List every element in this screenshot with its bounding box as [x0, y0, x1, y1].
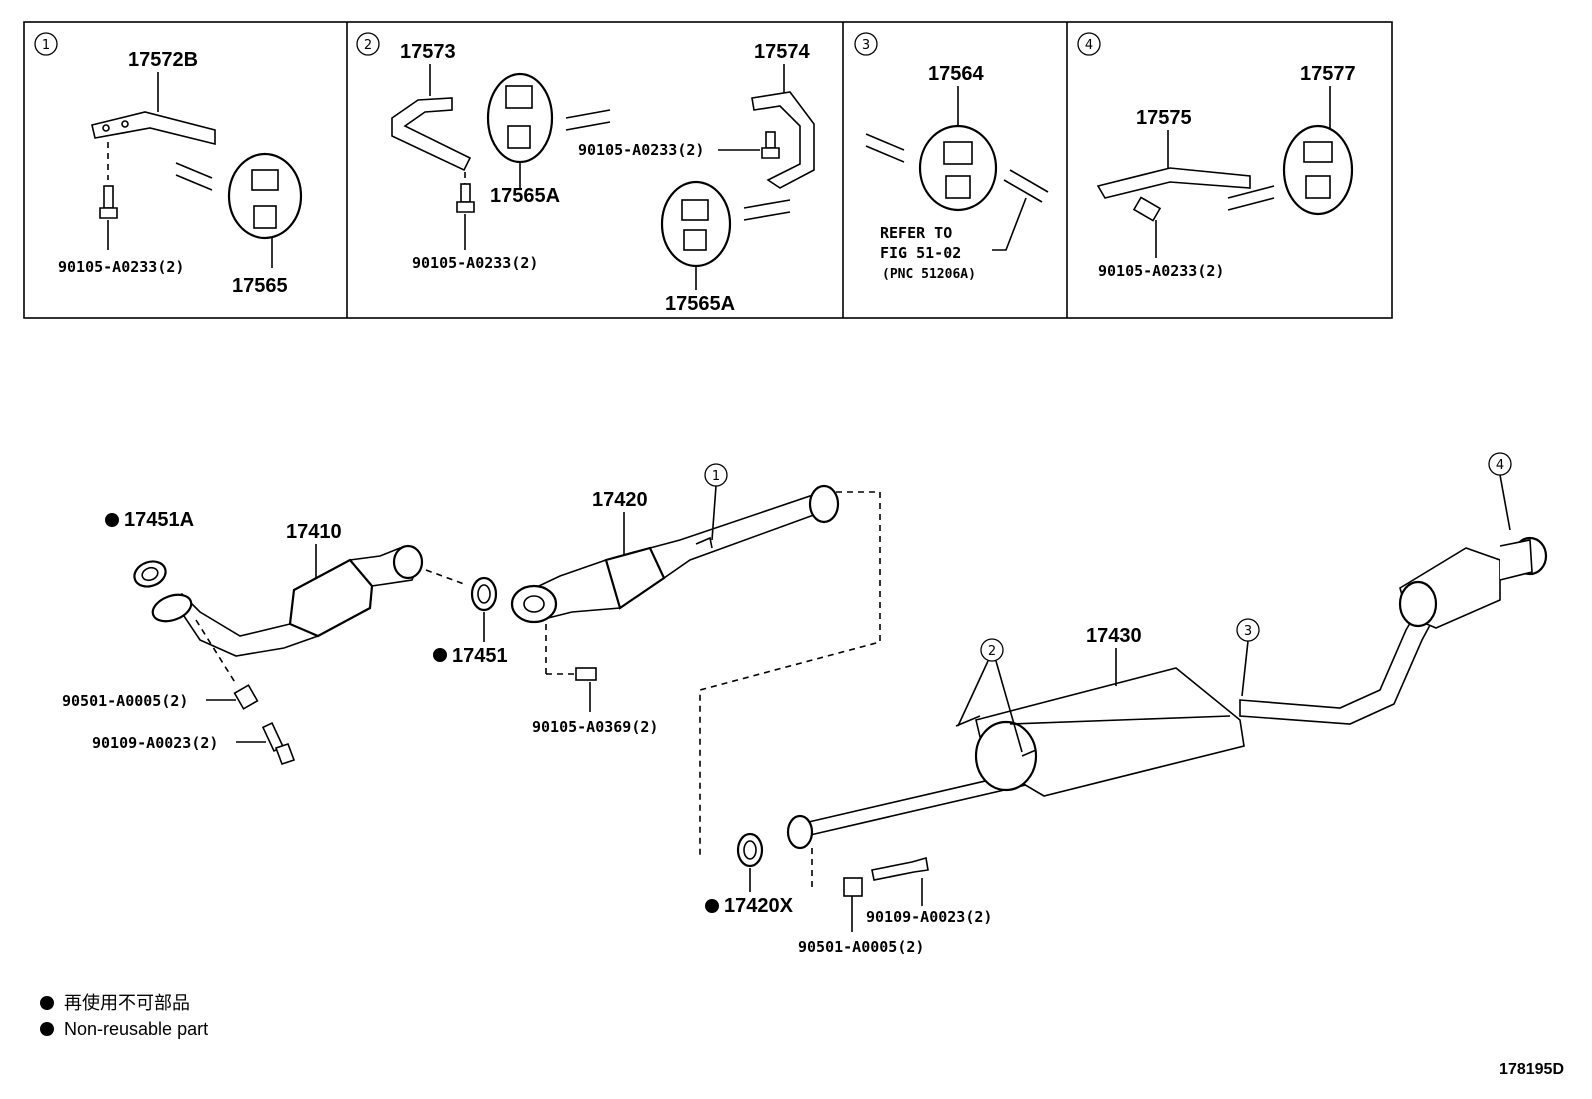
label-90109-left: 90109-A0023(2) — [92, 734, 218, 752]
legend-dot-icon — [40, 996, 54, 1010]
legend-row-jp: 再使用不可部品 — [40, 990, 208, 1016]
label-bolt-p4: 90105-A0233(2) — [1098, 262, 1224, 280]
spring-90501-right — [843, 877, 863, 897]
hanger-17565 — [227, 152, 303, 240]
label-17420: 17420 — [592, 489, 648, 511]
panel-3-number-text: 3 — [862, 38, 870, 53]
refer-line-2: FIG 51-02 — [880, 244, 961, 262]
label-90501-left: 90501-A0005(2) — [62, 692, 188, 710]
label-17410: 17410 — [286, 521, 342, 543]
tail-pipe — [1239, 604, 1438, 725]
hanger-17564 — [918, 124, 998, 212]
bracket-17575 — [1096, 167, 1251, 199]
label-17572B: 17572B — [128, 49, 198, 71]
label-17565: 17565 — [232, 275, 288, 297]
callout-2: 2 — [988, 644, 996, 659]
hanger-17565A-bottom — [660, 180, 732, 268]
spring-90501-left — [233, 684, 259, 710]
gasket-17451A — [133, 560, 167, 588]
label-90501-right: 90501-A0005(2) — [798, 938, 924, 956]
front-pipe-17410 — [158, 547, 421, 657]
label-bolt-p2b: 90105-A0233(2) — [578, 141, 704, 159]
panel-4-number-text: 4 — [1085, 38, 1093, 53]
label-17451: 17451 — [452, 645, 508, 667]
main-assembly: 17451A 17410 17451 90501-A0005(2) 90109-… — [62, 452, 1548, 956]
legend-dot-icon — [40, 1022, 54, 1036]
flange-17420 — [510, 584, 558, 624]
legend-text-jp: 再使用不可部品 — [64, 993, 190, 1013]
callout-4: 4 — [1496, 458, 1504, 473]
label-17564: 17564 — [928, 63, 984, 85]
label-17430: 17430 — [1086, 625, 1142, 647]
bolt-90109-right — [871, 856, 929, 881]
cat-converter-17420 — [520, 495, 824, 619]
gasket-17451 — [470, 576, 498, 612]
label-17574: 17574 — [754, 41, 810, 63]
label-90109-right: 90109-A0023(2) — [866, 908, 992, 926]
label-17565A-bottom: 17565A — [665, 293, 735, 315]
bracket-17573 — [391, 97, 472, 172]
panel-1-number-text: 1 — [42, 38, 50, 53]
panel-1-number — [34, 32, 58, 56]
bolt-90105 — [575, 667, 597, 681]
panel-2: 2 17573 90105-A0233(2) 17565A 17574 9010… — [356, 32, 815, 315]
panel-3: 3 17564 REFER TO FIG 51-02 (PNC 51206A) — [854, 32, 1049, 282]
label-17565A-top: 17565A — [490, 185, 560, 207]
non-reusable-dot-17451A — [105, 513, 119, 527]
non-reusable-dot-17420X — [705, 899, 719, 913]
hanger-17577 — [1282, 124, 1354, 216]
bracket-17572B — [91, 111, 216, 146]
figure-code: 178195D — [1499, 1061, 1564, 1078]
label-17451A: 17451A — [124, 509, 194, 531]
label-bolt-p1: 90105-A0233(2) — [58, 258, 184, 276]
label-17420X: 17420X — [724, 895, 794, 917]
legend-row-en: Non-reusable part — [40, 1016, 208, 1042]
panel-4: 4 17575 90105-A0233(2) 17577 — [1077, 32, 1356, 280]
panel-2-number-text: 2 — [364, 38, 372, 53]
panel-1: 1 17572B 90105-A0233(2) 17565 — [34, 32, 303, 297]
non-reusable-dot-17451 — [433, 648, 447, 662]
refer-line-1: REFER TO — [880, 224, 952, 242]
gasket-17420X — [736, 832, 764, 868]
legend-text-en: Non-reusable part — [64, 1019, 209, 1039]
label-bolt-p2a: 90105-A0233(2) — [412, 254, 538, 272]
label-17573: 17573 — [400, 41, 456, 63]
refer-line-3: (PNC 51206A) — [882, 267, 976, 282]
callout-1: 1 — [712, 469, 720, 484]
legend: 再使用不可部品 Non-reusable part — [40, 990, 208, 1042]
detail-panels — [23, 21, 1393, 319]
label-17575: 17575 — [1136, 107, 1192, 129]
label-17577: 17577 — [1300, 63, 1356, 85]
label-90105: 90105-A0369(2) — [532, 718, 658, 736]
callout-3: 3 — [1244, 624, 1252, 639]
bracket-17574 — [751, 91, 815, 189]
